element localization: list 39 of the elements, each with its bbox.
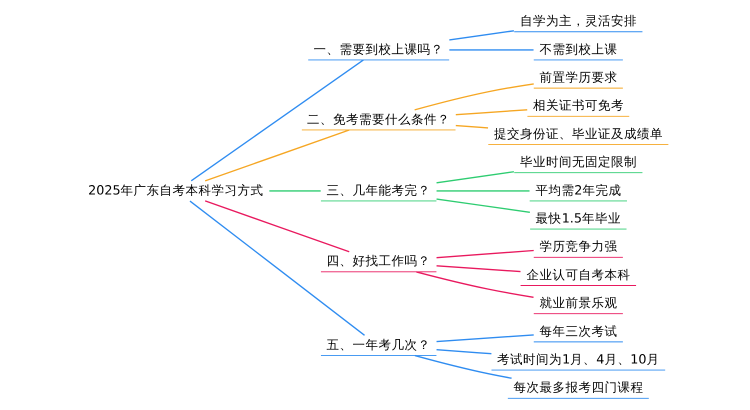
node-text: 就业前景乐观 xyxy=(538,296,617,312)
connector xyxy=(436,349,491,354)
connector xyxy=(204,200,349,252)
connector xyxy=(436,334,534,342)
node-text: 三、几年能考完？ xyxy=(326,183,430,198)
node-text: 提交身份证、毕业证及成绩单 xyxy=(493,126,662,142)
connector xyxy=(436,250,534,258)
connector xyxy=(436,171,514,184)
node-text: 学历竞争力强 xyxy=(538,240,617,255)
connector xyxy=(268,190,320,192)
node-text: 五、一年考几次？ xyxy=(326,338,430,353)
connector xyxy=(455,124,488,129)
connector xyxy=(436,198,530,213)
connector xyxy=(190,59,364,182)
node-text: 自学为主，灵活安排 xyxy=(519,14,636,30)
node-text: 相关证书可免考 xyxy=(532,98,624,114)
node-text: 每次最多报考四门课程 xyxy=(512,380,643,396)
node-text: 2025年广东自考本科学习方式 xyxy=(88,183,264,198)
connector xyxy=(414,83,534,111)
node-text: 最快1.5年毕业 xyxy=(535,211,620,226)
node-text: 毕业时间无固定限制 xyxy=(519,155,636,170)
node-text: 不需到校上课 xyxy=(538,42,617,58)
node-text: 平均需2年完成 xyxy=(534,183,621,198)
connector xyxy=(414,354,512,379)
connector xyxy=(448,49,534,51)
connector xyxy=(455,109,527,116)
node-text: 考试时间为1月、4月、10月 xyxy=(496,352,660,368)
node-text: 每年三次考试 xyxy=(538,324,617,340)
node-text: 一、需要到校上课吗？ xyxy=(313,42,444,58)
connector xyxy=(436,265,520,272)
connector xyxy=(189,200,364,336)
connector xyxy=(204,129,349,182)
node-text: 企业认可自考本科 xyxy=(526,268,630,283)
connector xyxy=(448,30,514,41)
node-text: 前置学历要求 xyxy=(538,70,617,86)
node-text: 二、免考需要什么条件？ xyxy=(306,112,450,128)
node-text: 四、好找工作吗？ xyxy=(326,254,430,270)
connector xyxy=(416,271,534,298)
connector xyxy=(436,190,530,192)
